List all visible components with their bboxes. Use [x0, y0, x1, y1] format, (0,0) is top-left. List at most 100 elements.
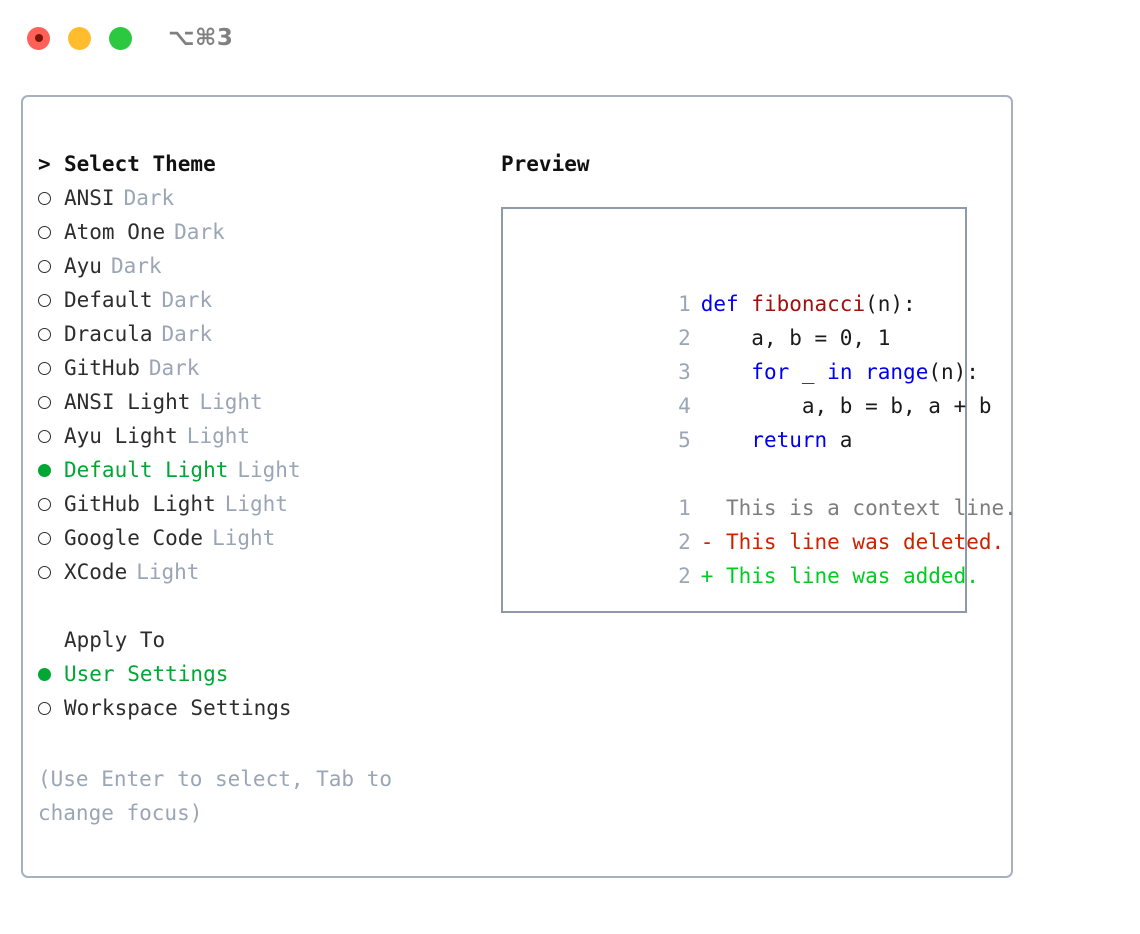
theme-option-atom-one[interactable]: Atom One Dark	[38, 215, 488, 249]
radio-unselected-icon	[38, 191, 64, 205]
code-line: 5 return a	[515, 389, 965, 452]
radio-unselected-icon	[38, 531, 64, 545]
radio-unselected-icon	[38, 225, 64, 239]
diff-line-context: 1 This is a context line.	[515, 457, 1017, 520]
theme-option-tag: Light	[136, 560, 200, 584]
theme-selector-column: > Select Theme ANSI Dark Atom One Dark A…	[38, 147, 488, 725]
code-token	[701, 428, 752, 452]
diff-line-removed: 2 - This line was deleted.	[515, 491, 1004, 554]
code-token: a, b = 0, 1	[700, 326, 891, 350]
code-token	[852, 360, 865, 384]
radio-selected-icon	[38, 667, 64, 681]
apply-to-option-label: User Settings	[64, 662, 229, 686]
code-line: 1 def fibonacci(n):	[515, 253, 965, 316]
theme-option-github-light[interactable]: GitHub Light Light	[38, 487, 488, 521]
line-number: 4	[678, 394, 691, 418]
line-number: 2	[678, 564, 691, 588]
theme-option-ayu[interactable]: Ayu Dark	[38, 249, 488, 283]
select-theme-heading-label: Select Theme	[64, 152, 216, 176]
theme-option-tag: Dark	[161, 322, 213, 346]
code-token: a	[827, 428, 853, 452]
code-line: 2 a, b = 0, 1	[515, 287, 965, 350]
theme-option-default-light[interactable]: Default Light Light	[38, 453, 488, 487]
line-number: 2	[678, 530, 691, 554]
line-number: 5	[678, 428, 691, 452]
theme-option-label: Ayu	[64, 254, 102, 278]
theme-option-label: XCode	[64, 560, 128, 584]
line-number: 1	[678, 496, 691, 520]
close-window-button[interactable]	[27, 26, 50, 50]
line-number: 2	[678, 326, 691, 350]
code-token: (n):	[865, 292, 916, 316]
main-panel: > Select Theme ANSI Dark Atom One Dark A…	[21, 95, 1017, 878]
theme-option-ansi[interactable]: ANSI Dark	[38, 181, 488, 215]
theme-option-github[interactable]: GitHub Dark	[38, 351, 488, 385]
code-token: a, b = b, a + b	[700, 394, 992, 418]
theme-option-label: Atom One	[64, 220, 166, 244]
theme-option-tag: Light	[224, 492, 288, 516]
theme-option-tag: Dark	[148, 356, 200, 380]
line-number: 1	[678, 292, 691, 316]
theme-option-tag: Light	[186, 424, 251, 448]
theme-option-default[interactable]: Default Dark	[38, 283, 488, 317]
theme-option-label: GitHub Light	[64, 492, 216, 516]
line-number: 3	[678, 360, 691, 384]
radio-unselected-icon	[38, 293, 64, 307]
heading-indent: >	[38, 623, 64, 657]
window-title: ⌥⌘3	[168, 25, 234, 51]
theme-option-xcode[interactable]: XCode Light	[38, 555, 488, 589]
theme-option-label: ANSI Light	[64, 390, 191, 414]
radio-selected-icon	[38, 463, 64, 477]
code-token: for	[751, 360, 790, 384]
code-token: def	[700, 292, 752, 316]
code-token: _	[789, 360, 828, 384]
theme-option-label: Dracula	[64, 322, 153, 346]
select-theme-heading: > Select Theme	[38, 147, 488, 181]
theme-option-tag: Dark	[110, 254, 162, 278]
apply-to-workspace-settings[interactable]: Workspace Settings	[38, 691, 488, 725]
code-token: fibonacci	[751, 292, 866, 316]
theme-option-label: Google Code	[64, 526, 204, 550]
radio-unselected-icon	[38, 565, 64, 579]
maximize-window-button[interactable]	[109, 26, 132, 50]
theme-option-ansi-light[interactable]: ANSI Light Light	[38, 385, 488, 419]
list-spacer	[38, 589, 488, 623]
theme-option-tag: Light	[237, 458, 301, 482]
caret-icon: >	[38, 152, 51, 176]
preview-column: Preview 1 def fibonacci(n): 2 a, b = 0, 1…	[501, 147, 1017, 613]
theme-option-label: ANSI	[64, 186, 115, 210]
radio-unselected-icon	[38, 701, 64, 715]
diff-text: This is a context line.	[700, 496, 1017, 520]
diff-line-added: 2+ This line was added.	[515, 525, 979, 588]
theme-option-tag: Dark	[174, 220, 225, 244]
theme-option-google-code[interactable]: Google Code Light	[38, 521, 488, 555]
theme-option-tag: Light	[199, 390, 263, 414]
theme-option-label: GitHub	[64, 356, 140, 380]
theme-option-label: Default	[64, 288, 153, 312]
title-bar: ⌥⌘3	[0, 0, 1140, 76]
minimize-window-button[interactable]	[68, 26, 91, 50]
keyboard-help-text: (Use Enter to select, Tab to change focu…	[38, 767, 405, 825]
radio-unselected-icon	[38, 327, 64, 341]
diff-text: - This line was deleted.	[700, 530, 1005, 554]
radio-unselected-icon	[38, 395, 64, 409]
code-token: in	[827, 360, 853, 384]
code-token: return	[751, 428, 828, 452]
theme-option-dracula[interactable]: Dracula Dark	[38, 317, 488, 351]
radio-unselected-icon	[38, 429, 64, 443]
code-line: 4 a, b = b, a + b	[515, 355, 991, 418]
theme-option-label: Ayu Light	[64, 424, 178, 448]
theme-option-tag: Dark	[123, 186, 175, 210]
apply-to-user-settings[interactable]: User Settings	[38, 657, 488, 691]
apply-to-heading: > Apply To	[38, 623, 488, 657]
preview-title: Preview	[501, 152, 590, 176]
code-token: range	[865, 360, 929, 384]
preview-box: 1 def fibonacci(n): 2 a, b = 0, 1 3 for _…	[501, 207, 1017, 613]
apply-to-option-label: Workspace Settings	[64, 696, 292, 720]
radio-unselected-icon	[38, 497, 64, 511]
code-token	[701, 360, 752, 384]
apply-to-heading-label: Apply To	[64, 628, 166, 652]
code-line: 3 for _ in range(n):	[515, 321, 979, 384]
theme-option-ayu-light[interactable]: Ayu Light Light	[38, 419, 488, 453]
